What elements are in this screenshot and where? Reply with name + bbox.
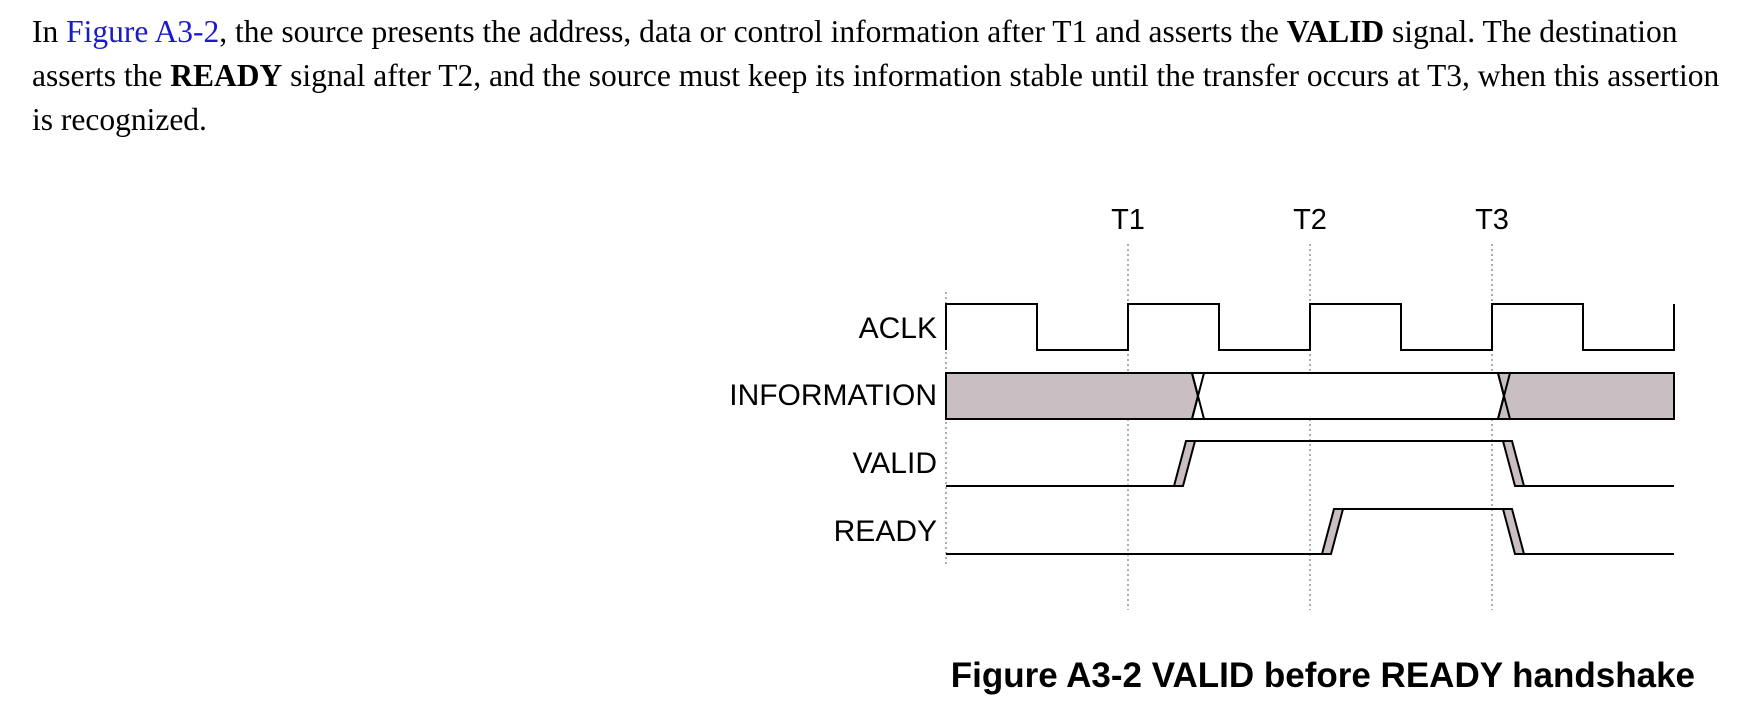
figure-caption: Figure A3-2 VALID before READY handshake xyxy=(950,656,1695,695)
information-valid-segment xyxy=(1190,372,1506,420)
valid-waveform xyxy=(946,440,1674,487)
information-invalid-segment-2 xyxy=(1496,372,1675,420)
valid-rise-transition xyxy=(1172,440,1197,487)
valid-bold: VALID xyxy=(1286,14,1385,49)
valid-label: VALID xyxy=(853,447,937,480)
information-invalid-segment-1 xyxy=(945,372,1200,420)
aclk-label: ACLK xyxy=(859,312,937,345)
information-label: INFORMATION xyxy=(729,379,937,412)
ready-bold: READY xyxy=(170,58,283,93)
ready-rise-transition xyxy=(1320,508,1345,555)
ready-waveform xyxy=(946,508,1674,555)
figure-link[interactable]: Figure A3-2 xyxy=(66,14,220,49)
aclk-waveform xyxy=(945,303,1675,351)
description-paragraph: In Figure A3-2, the source presents the … xyxy=(32,10,1722,142)
t2-label: T2 xyxy=(1293,204,1327,236)
para-text-2: , the source presents the address, data … xyxy=(219,14,1287,49)
valid-fall-transition xyxy=(1501,440,1526,487)
para-text-4: signal after T2, and the source must kee… xyxy=(32,58,1720,137)
information-waveform xyxy=(945,372,1675,420)
t1-label: T1 xyxy=(1111,204,1145,236)
para-text-1: In xyxy=(32,14,67,49)
ready-label: READY xyxy=(834,515,937,548)
para-text-3: signal. The destination asserts the xyxy=(32,14,1678,93)
ready-fall-transition xyxy=(1501,508,1526,555)
t3-label: T3 xyxy=(1475,204,1509,236)
